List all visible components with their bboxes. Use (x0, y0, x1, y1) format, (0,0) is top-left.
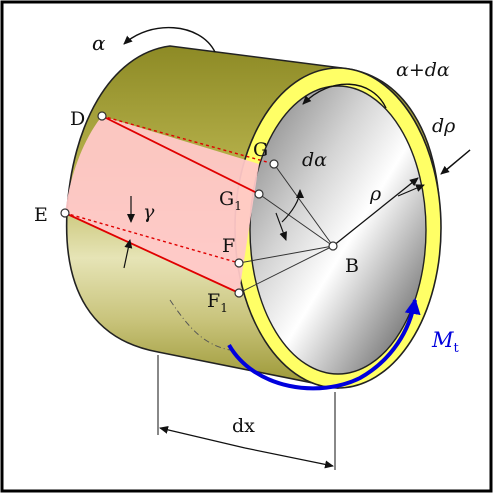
edge-D-G1 (101, 115, 260, 195)
label-drho: dρ (432, 115, 456, 137)
label-Mt: Mt (431, 328, 460, 356)
label-D: D (70, 108, 85, 130)
point-G (269, 159, 279, 169)
gamma-arrow-bottom (123, 239, 133, 269)
label-F1: F1 (207, 290, 228, 315)
point-F1 (234, 288, 244, 298)
point-D (97, 111, 107, 121)
alpha-plus-dalpha-arrow (302, 83, 387, 109)
label-G1: G1 (219, 188, 242, 213)
hidden-generator-line (169, 299, 231, 351)
drho-arrow-inner (397, 184, 425, 197)
edge-E-F-dashed (64, 212, 240, 264)
shear-element (65, 116, 259, 293)
bore (249, 85, 427, 375)
point-markers (60, 111, 338, 298)
label-G: G (253, 139, 268, 161)
label-dx: dx (232, 415, 255, 437)
label-dalpha: dα (302, 149, 327, 171)
point-G1 (254, 189, 264, 199)
point-F (234, 258, 244, 268)
point-E (60, 208, 70, 218)
label-alpha-plus-dalpha: α+dα (396, 59, 450, 81)
point-B (328, 241, 338, 251)
label-rho: ρ (369, 183, 382, 205)
rho-arrow (332, 177, 419, 247)
torque-arrow (227, 298, 421, 391)
label-E: E (34, 204, 48, 226)
label-F: F (222, 235, 235, 257)
drho-arrow-outer (440, 149, 471, 175)
label-gamma: γ (143, 201, 155, 223)
dx-dimension-right (244, 447, 334, 469)
dalpha-arc-tick (275, 212, 287, 241)
radial-lines (238, 163, 334, 294)
label-alpha: α (92, 31, 106, 55)
edge-E-F1 (64, 212, 240, 294)
alpha-rotation-arrow (123, 26, 216, 53)
dalpha-arc (281, 189, 304, 223)
label-B: B (345, 255, 359, 277)
dx-dimension-left (159, 425, 246, 449)
